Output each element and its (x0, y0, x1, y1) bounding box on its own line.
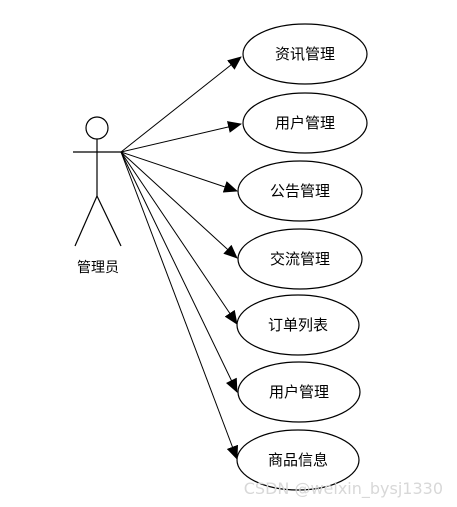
use-case-ellipse (237, 160, 363, 222)
watermark: CSDN @weixin_bysj1330 (244, 479, 443, 499)
use-case-ellipse (236, 429, 360, 491)
use-case-label: 用户管理 (275, 114, 335, 132)
use-case-label: 订单列表 (268, 316, 328, 334)
association-arrow-6 (120, 151, 238, 393)
use-case-1: 资讯管理 (242, 23, 368, 85)
use-case-3: 公告管理 (237, 160, 363, 222)
use-case-2: 用户管理 (242, 92, 368, 154)
use-case-label: 公告管理 (270, 182, 330, 200)
actor-label: 管理员 (77, 260, 119, 276)
actor-right-leg (96, 195, 122, 247)
use-case-6: 用户管理 (237, 361, 361, 423)
association-arrow-2 (120, 121, 242, 153)
use-case-label: 交流管理 (270, 250, 330, 268)
use-case-5: 订单列表 (236, 294, 360, 356)
use-case-ellipse (237, 228, 363, 290)
actor-head (85, 116, 109, 140)
association-arrow-7 (120, 151, 239, 460)
association-arrow-4 (120, 151, 238, 259)
use-case-label: 商品信息 (268, 451, 328, 469)
use-case-ellipse (237, 361, 361, 423)
use-case-label: 资讯管理 (275, 45, 335, 63)
use-case-ellipse (242, 92, 368, 154)
use-case-ellipse (236, 294, 360, 356)
association-arrow-1 (120, 56, 242, 153)
actor-left-leg (74, 195, 98, 247)
use-case-ellipse (242, 23, 368, 85)
associations (120, 56, 242, 460)
actor-figure (73, 116, 122, 247)
use-case-7: 商品信息 (236, 429, 360, 491)
use-case-label: 用户管理 (269, 383, 329, 401)
association-arrow-3 (120, 151, 238, 193)
association-arrow-5 (120, 151, 238, 325)
use-case-4: 交流管理 (237, 228, 363, 290)
